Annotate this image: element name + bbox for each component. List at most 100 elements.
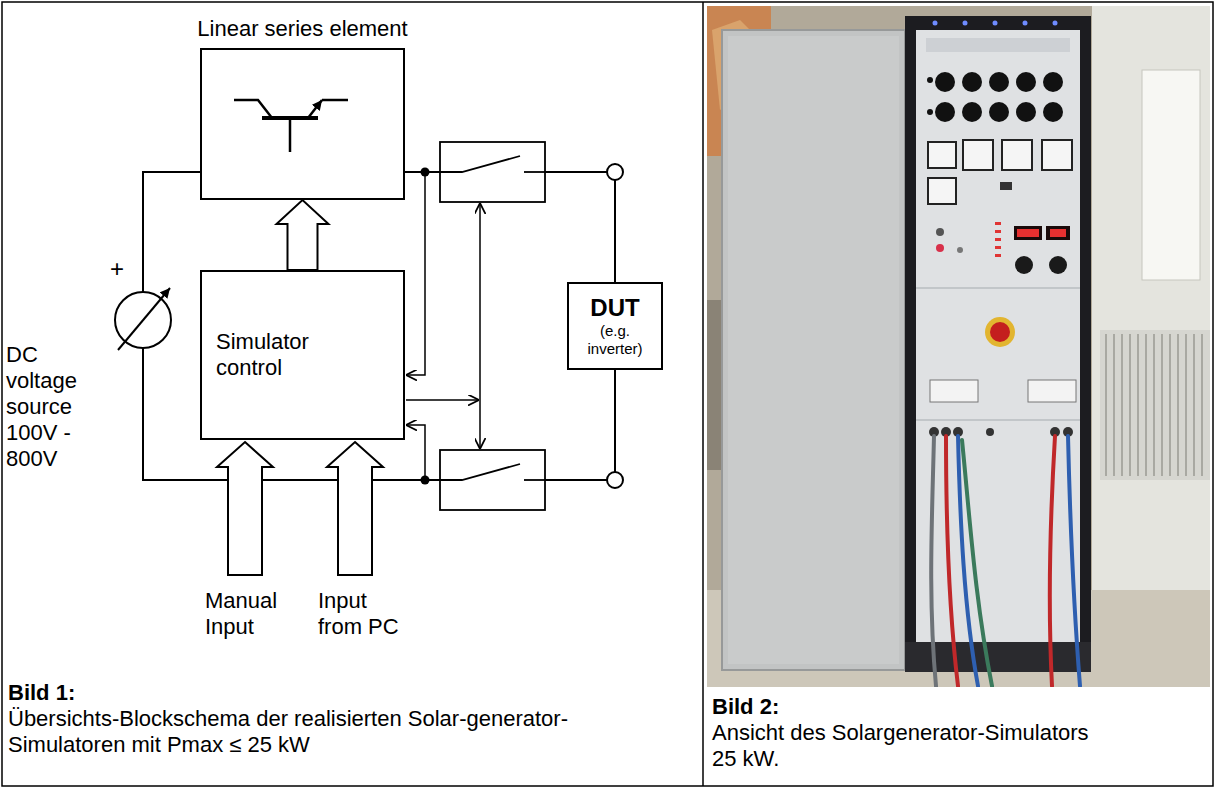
device-box: DUT(e.g. inverter) <box>567 282 663 370</box>
panel-socket <box>989 72 1009 92</box>
test-cable <box>1068 436 1080 686</box>
circuit-breaker <box>1028 380 1076 402</box>
panel-socket <box>989 102 1009 122</box>
panel-meter <box>928 140 1072 204</box>
panel-socket <box>1016 72 1036 92</box>
test-cable <box>931 436 1080 686</box>
radiator-rib <box>1169 334 1171 476</box>
circuit-wire <box>143 172 200 292</box>
switch-symbol <box>440 142 545 202</box>
switch-symbol <box>524 479 545 481</box>
input-arrow <box>217 442 383 575</box>
signal-line <box>406 399 479 401</box>
signal-line <box>406 172 425 375</box>
figure-number: Bild 1: <box>8 680 75 706</box>
panel-socket <box>962 102 982 122</box>
circuit-wire <box>143 172 615 480</box>
transistor-symbol <box>322 99 348 102</box>
digital-display <box>1046 226 1070 240</box>
status-led <box>1053 21 1058 26</box>
cabinet-photo <box>728 36 899 664</box>
polarity-sign: + <box>110 256 124 282</box>
circuit-breaker <box>930 380 978 402</box>
panel-knob <box>1015 256 1067 274</box>
radiator-rib <box>1193 334 1195 476</box>
digital-display <box>995 254 1001 257</box>
panel-socket <box>927 77 933 83</box>
input-arrow <box>217 442 273 575</box>
cabinet-photo <box>916 419 1080 421</box>
radiator-rib <box>1153 334 1155 476</box>
digital-display <box>1017 229 1039 237</box>
switch-symbol <box>440 464 520 480</box>
voltage-source-symbol <box>118 288 170 350</box>
panel-lamp <box>936 244 944 252</box>
radiator-rib <box>1105 334 1107 476</box>
radiator-rib <box>1177 334 1179 476</box>
digital-display <box>995 222 1001 257</box>
figure-number: Bild 2: <box>712 694 779 720</box>
radiator-rib <box>1145 334 1147 476</box>
test-socket <box>986 428 994 436</box>
signal-line <box>406 425 425 480</box>
digital-display <box>995 246 1001 249</box>
status-led <box>1023 21 1028 26</box>
cabinet-photo <box>707 300 723 470</box>
device-name: DUT <box>590 294 639 322</box>
test-cable <box>931 436 936 686</box>
panel-socket <box>935 72 955 92</box>
series-element-box: Linear series element <box>200 48 405 200</box>
test-socket <box>929 427 1073 437</box>
switch-symbol <box>440 156 520 172</box>
voltage-source-symbol <box>115 288 171 350</box>
panel-lamp <box>957 247 963 253</box>
status-led <box>933 21 938 26</box>
radiator-rib <box>1137 334 1139 476</box>
cabinet-photo <box>916 287 1080 289</box>
circuit-breaker <box>930 380 1076 402</box>
transistor-symbol <box>308 100 322 118</box>
switch-symbol <box>440 450 545 510</box>
panel-socket <box>1043 72 1063 92</box>
status-led <box>963 21 968 26</box>
cabinet-photo <box>707 6 1210 687</box>
cabinet-photo <box>916 30 1080 642</box>
cabinet-photo <box>707 6 1210 687</box>
switch-symbol <box>524 171 545 173</box>
cabinet-photo <box>1100 330 1210 480</box>
radiator-rib <box>1121 334 1123 476</box>
radiator-rib <box>1106 334 1202 476</box>
terminal-circle <box>607 164 623 180</box>
signal-line <box>479 203 481 449</box>
panel-knob <box>1015 256 1033 274</box>
transistor-symbol <box>234 100 348 152</box>
panel-socket <box>1043 102 1063 122</box>
emergency-stop <box>985 317 1015 347</box>
digital-display <box>995 222 1070 257</box>
figure-caption: Ansicht des Solargenerator-Simulators 25… <box>712 720 1102 772</box>
status-led <box>993 21 998 26</box>
switch-symbol <box>440 142 545 510</box>
emergency-stop <box>985 317 1015 347</box>
panel-lamp <box>936 228 944 236</box>
block-heading: Linear series element <box>197 16 407 42</box>
panel-socket <box>962 72 982 92</box>
control-arrow <box>277 200 329 270</box>
digital-display <box>1050 229 1066 237</box>
input-arrow <box>327 442 383 575</box>
digital-display <box>995 238 1001 241</box>
test-cable <box>946 436 958 686</box>
panel-meter <box>1042 140 1072 170</box>
terminal-circle <box>607 472 623 488</box>
radiator-rib <box>1201 334 1203 476</box>
figure-frame <box>702 2 704 786</box>
digital-display <box>1014 226 1042 240</box>
cabinet-photo <box>926 38 1070 52</box>
block-label: Simulator control <box>216 329 336 381</box>
device-note: (e.g. inverter) <box>580 322 650 358</box>
